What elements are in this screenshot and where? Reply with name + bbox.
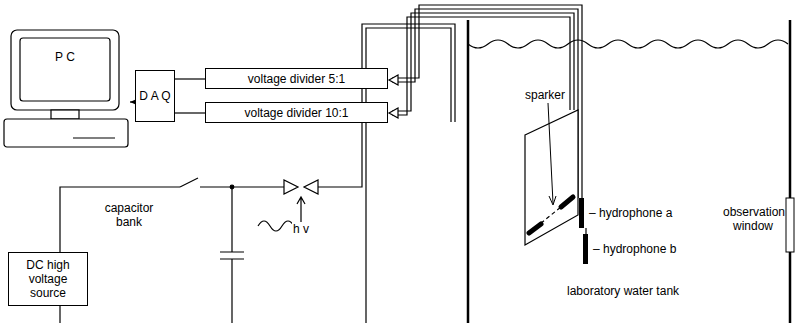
coax-cable <box>585 228 586 234</box>
hydrophone <box>579 198 584 228</box>
leader-arrow <box>549 196 556 205</box>
sparker-electrodes <box>530 198 572 232</box>
switch-symbol <box>180 178 198 187</box>
annotation-label: laboratory water tank <box>566 284 680 298</box>
spark-gap-symbol <box>284 180 318 194</box>
signal-connector <box>175 113 205 114</box>
observation-window <box>786 198 794 252</box>
annotation-label: observation window <box>722 205 784 233</box>
hv-wire <box>200 186 284 187</box>
annotation-label: capacitor bank <box>96 201 162 229</box>
signal-connector <box>175 79 205 80</box>
annotation-label: sparker <box>524 88 566 102</box>
light-wave <box>258 221 294 231</box>
divider-box: voltage divider 5:1 <box>205 68 388 89</box>
electrode-tip <box>529 197 573 233</box>
daq-box: D A Q <box>135 70 175 122</box>
monitor-outline <box>3 28 130 150</box>
hydrophone <box>583 234 588 264</box>
node-text: voltage divider 5:1 <box>248 72 345 86</box>
water-surface <box>468 40 788 48</box>
annotation-label: h v <box>292 222 310 236</box>
divider-box: voltage divider 10:1 <box>205 102 388 123</box>
node-text: P C <box>20 50 110 64</box>
hv-wire <box>60 187 180 252</box>
node-text: voltage divider 10:1 <box>244 106 348 120</box>
coax-cable <box>392 17 570 115</box>
node-text: D A Q <box>139 89 170 103</box>
computer-monitor: P C <box>3 28 130 150</box>
annotation-label: – hydrophone b <box>592 242 677 256</box>
cable-arrowhead <box>389 75 398 118</box>
tank-wall <box>468 20 790 323</box>
source-box: DC high voltage source <box>8 252 88 306</box>
capacitor-symbol <box>220 187 244 323</box>
annotation-label: – hydrophone a <box>588 206 673 220</box>
light-arrow <box>297 197 305 222</box>
hv-wire <box>59 306 60 323</box>
node-text: DC high voltage source <box>12 258 84 300</box>
leader-line <box>548 103 553 203</box>
